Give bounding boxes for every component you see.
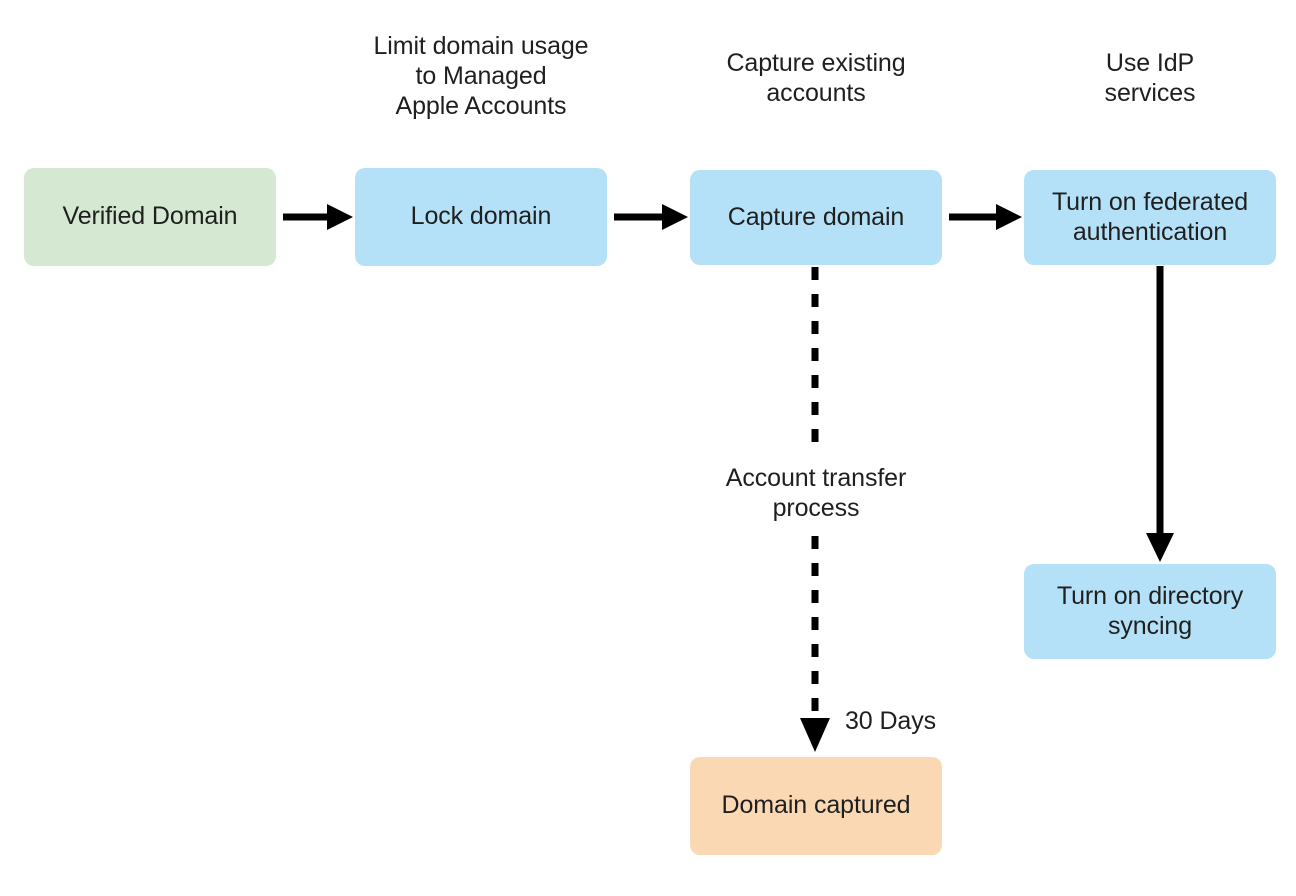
node-verified-domain[interactable]: Verified Domain [24, 168, 276, 266]
edge-label-30-days: 30 Days [845, 707, 937, 735]
edge-capture-to-domain-captured [800, 267, 830, 752]
edge-label-account-transfer-process: Account transfer process [725, 464, 907, 522]
node-capture-domain[interactable]: Capture domain [690, 170, 942, 265]
edge-lock-to-capture [614, 204, 688, 230]
caption-federated-auth: Use IdP services [1104, 49, 1196, 107]
node-turn-on-federated-authentication[interactable]: Turn on federated authentication [1024, 170, 1276, 265]
caption-lock-domain: Limit domain usage to Managed Apple Acco… [373, 32, 589, 120]
edge-federated-to-directory [1146, 266, 1174, 562]
edge-capture-to-federated [949, 204, 1022, 230]
node-lock-domain[interactable]: Lock domain [355, 168, 607, 266]
node-turn-on-directory-syncing[interactable]: Turn on directory syncing [1024, 564, 1276, 659]
caption-capture-domain: Capture existing accounts [726, 49, 906, 107]
edge-verified-to-lock [283, 204, 353, 230]
node-domain-captured[interactable]: Domain captured [690, 757, 942, 855]
